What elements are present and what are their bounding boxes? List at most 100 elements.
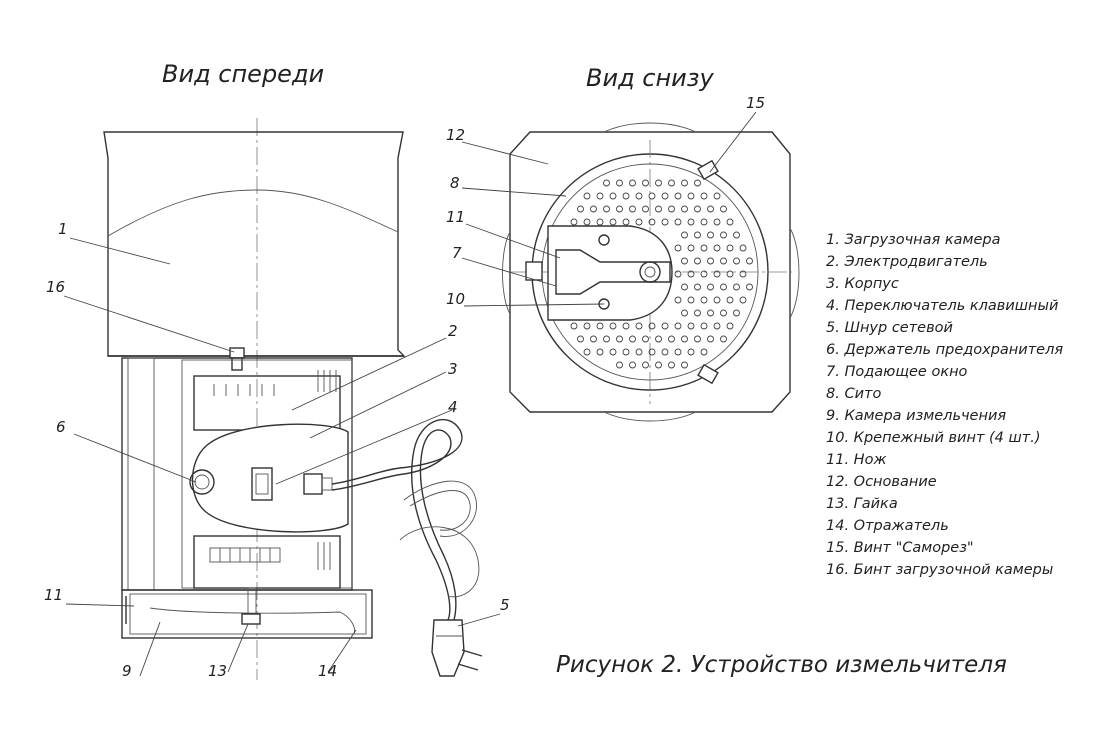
legend-item-6: 6. Держатель предохранителя [826, 342, 1063, 358]
sieve-hole [713, 296, 721, 304]
sieve-hole [590, 205, 597, 213]
sieve-hole [720, 283, 727, 291]
sieve-hole [739, 244, 747, 252]
sieve-hole [713, 322, 721, 330]
rocker-switch [251, 467, 273, 501]
callout-1: 1 [58, 220, 68, 238]
sieve-hole [577, 205, 584, 213]
sieve-hole [681, 205, 688, 213]
sieve-hole [668, 335, 675, 343]
sieve-hole [720, 205, 727, 213]
sieve-hole [726, 322, 734, 330]
sieve-hole [596, 192, 604, 200]
legend-item-14: 14. Отражатель [826, 518, 949, 534]
sieve-hole [713, 244, 721, 252]
sieve-hole [733, 309, 740, 317]
sieve-hole [700, 270, 708, 278]
sieve-hole [674, 218, 682, 226]
sieve-hole [648, 348, 656, 356]
sieve-hole [681, 231, 688, 239]
legend-item-5: 5. Шнур сетевой [826, 320, 953, 336]
sieve-hole [720, 257, 727, 265]
sieve-hole [655, 205, 662, 213]
sieve-hole [733, 257, 740, 265]
sieve-hole [687, 322, 695, 330]
sieve-hole [707, 205, 714, 213]
sieve-hole [694, 179, 701, 187]
callout-16: 16 [46, 278, 65, 296]
sieve-hole [622, 218, 630, 226]
sieve-hole [687, 244, 695, 252]
sieve-hole [707, 283, 714, 291]
front-view: Вид спереди [44, 60, 510, 680]
sieve-hole [648, 218, 656, 226]
legend-item-4: 4. Переключатель клавишный [826, 298, 1058, 314]
sieve-hole [603, 179, 610, 187]
callout-11-bottom: 11 [446, 208, 465, 226]
sieve-hole [713, 218, 721, 226]
sieve-hole [713, 270, 721, 278]
parts-legend: 1. Загрузочная камера 2. Электродвигател… [826, 232, 1063, 578]
legend-item-15: 15. Винт "Саморез" [826, 540, 974, 556]
self-tapping-screws [697, 159, 719, 385]
sieve-hole [674, 192, 682, 200]
sieve-hole [733, 283, 740, 291]
sieve-hole [661, 322, 669, 330]
legend-item-1: 1. Загрузочная камера [826, 232, 1000, 248]
sieve-hole [694, 309, 701, 317]
sieve-hole [707, 335, 714, 343]
legend-item-3: 3. Корпус [826, 276, 899, 292]
sieve-hole [720, 231, 727, 239]
sieve-hole [635, 192, 643, 200]
sieve-hole [674, 296, 682, 304]
sieve-hole [700, 218, 708, 226]
legend-item-2: 2. Электродвигатель [826, 254, 988, 270]
loading-chamber [103, 131, 406, 357]
legend-item-12: 12. Основание [826, 474, 937, 490]
sieve-hole [694, 231, 701, 239]
sieve-hole [713, 192, 721, 200]
sieve-hole [700, 322, 708, 330]
sieve-hole [642, 361, 649, 369]
sieve-hole [687, 192, 695, 200]
sieve-hole [681, 309, 688, 317]
sieve-hole [694, 205, 701, 213]
sieve-hole [687, 348, 695, 356]
callout-3: 3 [448, 360, 458, 378]
callout-9: 9 [122, 662, 132, 680]
sieve-hole [583, 192, 591, 200]
legend-item-9: 9. Камера измельчения [826, 408, 1006, 424]
sieve-hole [700, 192, 708, 200]
sieve-hole [668, 361, 675, 369]
callout-13: 13 [208, 662, 227, 680]
callout-10: 10 [446, 290, 465, 308]
sieve-hole [642, 205, 649, 213]
sieve-hole [655, 335, 662, 343]
sieve-hole [700, 244, 708, 252]
sieve-hole [707, 257, 714, 265]
sieve-hole [700, 348, 708, 356]
sieve-hole [694, 335, 701, 343]
sieve-hole [707, 309, 714, 317]
sieve-hole [616, 179, 623, 187]
sieve-holes [570, 179, 753, 369]
sieve-hole [616, 361, 623, 369]
legend-item-10: 10. Крепежный винт (4 шт.) [826, 430, 1041, 446]
sieve-hole [726, 270, 734, 278]
sieve-hole [616, 335, 623, 343]
sieve-hole [616, 205, 623, 213]
sieve-hole [687, 296, 695, 304]
front-view-title: Вид спереди [162, 60, 324, 88]
callout-12: 12 [446, 126, 465, 144]
sieve-hole [739, 270, 747, 278]
bottom-view-title: Вид снизу [586, 64, 715, 92]
sieve-hole [622, 322, 630, 330]
sieve-hole [629, 335, 636, 343]
callout-11-front: 11 [44, 586, 63, 604]
sieve-hole [668, 205, 675, 213]
sieve-hole [570, 218, 578, 226]
sieve-hole [583, 348, 591, 356]
bottom-view: Вид снизу [446, 64, 800, 422]
sieve-hole [681, 179, 688, 187]
